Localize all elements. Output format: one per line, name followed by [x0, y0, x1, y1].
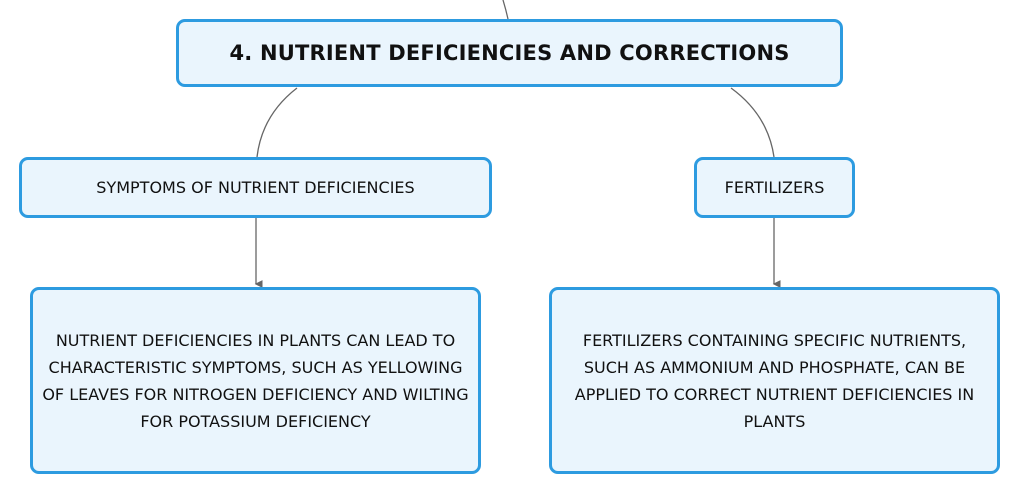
- central-topic-label: 4. NUTRIENT DEFICIENCIES AND CORRECTIONS: [229, 41, 790, 65]
- branch-node-fertilizers[interactable]: FERTILIZERS: [694, 157, 855, 218]
- branch-node-symptoms[interactable]: SYMPTOMS OF NUTRIENT DEFICIENCIES: [19, 157, 492, 218]
- detail-text-fertilizers: FERTILIZERS CONTAINING SPECIFIC NUTRIENT…: [574, 330, 975, 431]
- branch-label-symptoms: SYMPTOMS OF NUTRIENT DEFICIENCIES: [96, 178, 415, 197]
- connector-title-to-fertilizers: [730, 87, 775, 158]
- connector-parent-to-title: [502, 0, 509, 20]
- detail-node-symptoms[interactable]: NUTRIENT DEFICIENCIES IN PLANTS CAN LEAD…: [30, 287, 481, 474]
- central-topic-node[interactable]: 4. NUTRIENT DEFICIENCIES AND CORRECTIONS: [176, 19, 843, 87]
- connector-title-to-symptoms: [256, 87, 298, 158]
- branch-label-fertilizers: FERTILIZERS: [724, 178, 825, 197]
- detail-text-symptoms: NUTRIENT DEFICIENCIES IN PLANTS CAN LEAD…: [42, 330, 469, 431]
- detail-node-fertilizers[interactable]: FERTILIZERS CONTAINING SPECIFIC NUTRIENT…: [549, 287, 1000, 474]
